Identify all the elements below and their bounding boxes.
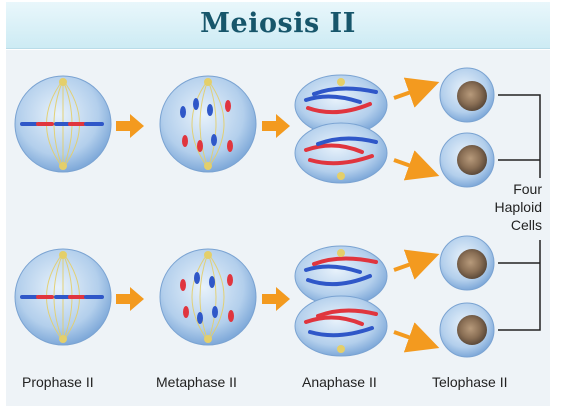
- cell-anaphase-row2: [294, 245, 388, 357]
- arrow-right-icon: [116, 287, 144, 311]
- label-telophase-ii: Telophase II: [432, 374, 508, 390]
- haploid-cell: [439, 132, 495, 188]
- arrow-down-right-icon: [393, 322, 440, 353]
- result-label-line: Haploid: [494, 199, 542, 215]
- arrow-up-right-icon: [393, 77, 440, 108]
- label-anaphase-ii: Anaphase II: [302, 374, 377, 390]
- arrow-right-icon: [262, 287, 290, 311]
- cell-anaphase-row1: [294, 74, 388, 184]
- arrow-up-right-icon: [393, 249, 440, 280]
- arrow-down-right-icon: [393, 150, 440, 181]
- cell-metaphase-row2: [159, 248, 257, 346]
- result-label-line: Four: [513, 181, 542, 197]
- label-prophase-ii: Prophase II: [22, 374, 94, 390]
- cell-metaphase-row1: [159, 75, 257, 173]
- chromosomes: [180, 98, 233, 152]
- result-label-line: Cells: [510, 217, 542, 233]
- title-bar: Meiosis II: [6, 2, 550, 49]
- result-label: Four Haploid Cells: [476, 180, 542, 234]
- arrow-right-icon: [116, 114, 144, 138]
- haploid-cell: [439, 302, 495, 358]
- haploid-cell: [439, 235, 495, 291]
- haploid-cell: [439, 67, 495, 123]
- arrow-right-icon: [262, 114, 290, 138]
- result-bracket: [498, 94, 541, 331]
- diagram-title: Meiosis II: [200, 8, 356, 39]
- cell-prophase-row1: [14, 75, 112, 173]
- cell-prophase-row2: [14, 248, 112, 346]
- label-metaphase-ii: Metaphase II: [156, 374, 237, 390]
